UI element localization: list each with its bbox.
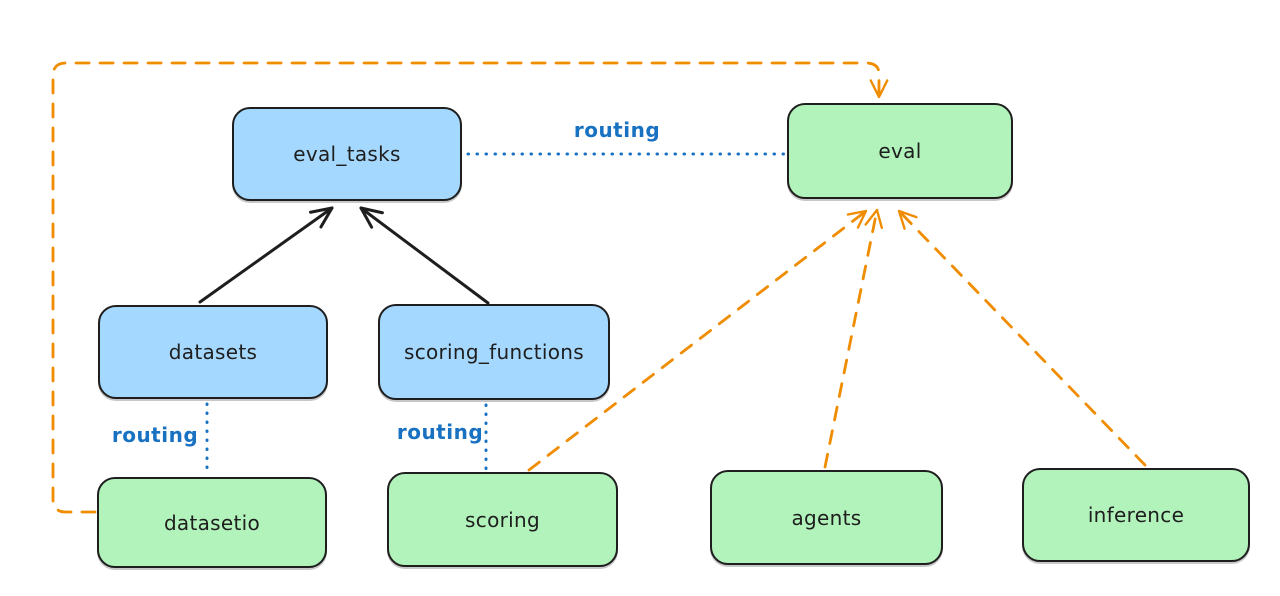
node-scoring-functions: scoring_functions [378,304,610,400]
node-scoring-label: scoring [465,507,540,532]
node-eval-label: eval [878,139,922,163]
edge-agents-to-eval [823,208,884,469]
edge-scoring-functions-to-eval-tasks [359,206,490,305]
routing-label-eval-tasks-eval: routing [573,118,661,142]
node-datasetio-label: datasetio [163,510,261,535]
routing-label-datasets-datasetio: routing [111,423,199,447]
edge-scoring-to-eval [527,209,868,472]
edge-datasets-to-eval-tasks [198,206,334,304]
node-datasetio: datasetio [97,477,327,568]
node-eval-tasks-label: eval_tasks [293,142,401,166]
edge-datasetio-to-eval [51,61,889,514]
node-scoring: scoring [387,472,618,567]
node-inference-label: inference [1087,503,1185,527]
node-eval: eval [787,103,1013,199]
node-datasets: datasets [98,305,328,399]
routing-label-scoring-functions-scoring: routing [396,420,484,444]
edge-inference-to-eval [897,209,1147,467]
node-eval-tasks: eval_tasks [232,107,462,201]
node-agents: agents [710,470,943,565]
node-scoring-functions-label: scoring_functions [403,340,585,364]
node-agents-label: agents [791,505,862,530]
node-datasets-label: datasets [168,340,258,364]
node-inference: inference [1022,468,1250,562]
